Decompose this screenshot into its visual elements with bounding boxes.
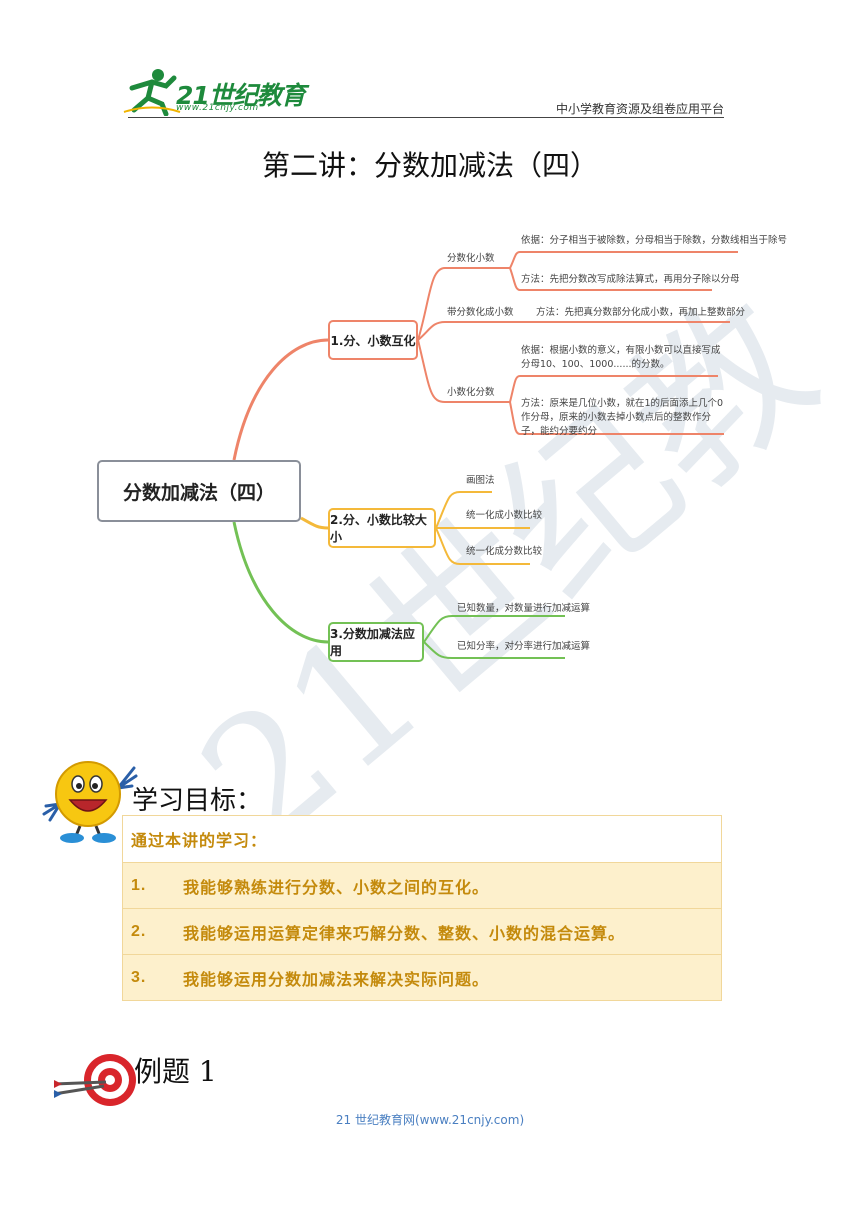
goal-number: 1.	[131, 876, 147, 894]
mindmap-root: 分数加减法（四）	[97, 460, 301, 522]
mindmap-leaf: 依据：根据小数的意义，有限小数可以直接写成分母10、100、1000......…	[521, 345, 721, 370]
goal-text: 我能够熟练进行分数、小数之间的互化。	[183, 877, 490, 897]
footer: 21 世纪教育网(www.21cnjy.com)	[335, 1113, 525, 1127]
runner-logo-icon	[123, 69, 181, 117]
mindmap-leaf: 统一化成分数比较	[466, 546, 543, 557]
platform-name: 中小学教育资源及组卷应用平台	[555, 102, 724, 116]
goals-intro-text: 通过本讲的学习：	[131, 831, 268, 850]
mindmap-branch-3: 3.分数加减法应用	[328, 622, 424, 662]
mindmap-leaf: 画图法	[466, 475, 495, 486]
mindmap-leaf: 方法：先把真分数部分化成小数，再加上整数部分	[536, 307, 746, 318]
goal-number: 3.	[131, 968, 147, 986]
mindmap-branch-1: 1.分、小数互化	[328, 320, 418, 360]
mindmap-leaf: 统一化成小数比较	[466, 510, 543, 521]
mindmap-leaf: 已知数量，对数量进行加减运算	[457, 603, 591, 614]
mindmap-branch-2: 2.分、小数比较大小	[328, 508, 436, 548]
mindmap-sub-decimal-to-fraction: 小数化分数	[447, 387, 495, 398]
goals-heading: 学习目标：	[132, 786, 263, 816]
goal-text: 我能够运用分数加减法来解决实际问题。	[183, 969, 490, 989]
mindmap-leaf: 方法：原来是几位小数，就在1的后面添上几个0作分母，原来的小数去掉小数点后的整数…	[521, 398, 724, 437]
smiley-mascot-icon	[42, 761, 138, 843]
mindmap-sub-fraction-to-decimal: 分数化小数	[447, 253, 495, 264]
goal-number: 2.	[131, 922, 147, 940]
goals-table: 通过本讲的学习： 1. 我能够熟练进行分数、小数之间的互化。 2. 我能够运用运…	[122, 815, 722, 1001]
mindmap-leaf: 方法：先把分数改写成除法算式，再用分子除以分母	[521, 274, 740, 285]
example-heading: 例题 1	[134, 1055, 217, 1088]
logo-text: 21世纪教育	[176, 81, 306, 110]
mindmap-leaf: 依据：分子相当于被除数，分母相当于除数，分数线相当于除号	[521, 235, 788, 246]
mind-map: 分数加减法（四） 1.分、小数互化 2.分、小数比较大小 3.分数加减法应用 分…	[97, 235, 788, 662]
header-divider	[128, 117, 724, 118]
target-icon	[53, 1054, 136, 1106]
goal-item: 3. 我能够运用分数加减法来解决实际问题。	[123, 954, 721, 1000]
goal-item: 1. 我能够熟练进行分数、小数之间的互化。	[123, 862, 721, 908]
goals-intro: 通过本讲的学习：	[123, 816, 721, 862]
goal-text: 我能够运用运算定律来巧解分数、整数、小数的混合运算。	[183, 923, 626, 943]
goal-item: 2. 我能够运用运算定律来巧解分数、整数、小数的混合运算。	[123, 908, 721, 954]
mind-map-connectors	[232, 251, 738, 659]
mindmap-leaf: 已知分率，对分率进行加减运算	[457, 641, 591, 652]
mindmap-sub-mixed-to-decimal: 带分数化成小数	[447, 307, 514, 318]
page-title: 第二讲：分数加减法（四）	[261, 149, 598, 182]
logo	[122, 66, 297, 117]
logo-url: www.21cnjy.com	[176, 103, 259, 113]
